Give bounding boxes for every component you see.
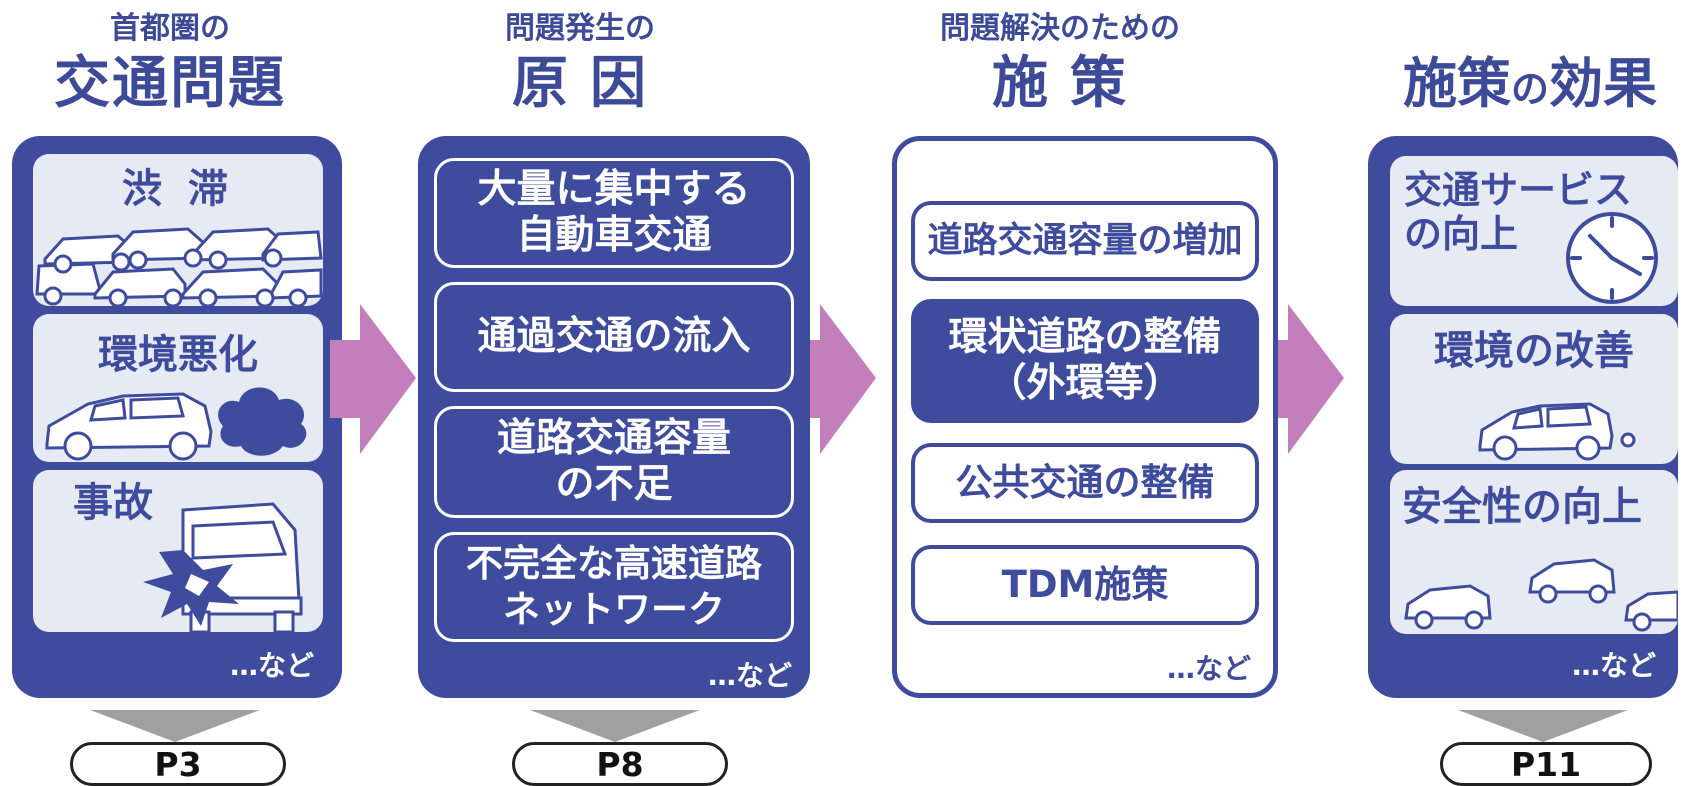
measure-item-highlight: 環状道路の整備 （外環等） xyxy=(911,299,1259,423)
arrow-right-icon xyxy=(330,304,416,454)
cars-icon xyxy=(1404,558,1678,632)
car-icon xyxy=(45,392,213,461)
page-link-p11[interactable]: P11 xyxy=(1440,742,1652,786)
effects-title-b: の xyxy=(1510,67,1549,111)
accident-card: 事故 xyxy=(33,470,323,632)
cause-item: 大量に集中する 自動車交通 xyxy=(434,158,794,268)
service-label: 交通サービス の向上 xyxy=(1404,168,1633,256)
page-link-p8[interactable]: P8 xyxy=(512,742,728,786)
traffic-jam-icon xyxy=(35,227,323,306)
causes-title: 原因 xyxy=(512,51,668,116)
env-improve-card: 環境の改善 xyxy=(1390,314,1678,464)
problems-panel: 渋 滞 環境悪化 xyxy=(12,136,342,698)
measures-title: 施策 xyxy=(992,51,1148,116)
measure-item: 公共交通の整備 xyxy=(911,443,1259,523)
clock-icon xyxy=(1566,212,1658,304)
effects-title-c: 効果 xyxy=(1549,52,1657,115)
cause-item: 道路交通容量 の不足 xyxy=(434,406,794,518)
environment-card: 環境悪化 xyxy=(33,314,323,462)
accident-label: 事故 xyxy=(73,480,153,526)
safety-label: 安全性の向上 xyxy=(1402,484,1642,530)
smoke-cloud-icon xyxy=(218,387,307,456)
cause-item: 通過交通の流入 xyxy=(434,282,794,392)
causes-panel: 大量に集中する 自動車交通 通過交通の流入 道路交通容量 の不足 不完全な高速道… xyxy=(418,136,810,698)
cause-item: 不完全な高速道路 ネットワーク xyxy=(434,532,794,642)
measures-panel: 道路交通容量の増加 環状道路の整備 （外環等） 公共交通の整備 TDM施策 …な… xyxy=(892,136,1278,698)
effects-title-a: 施策 xyxy=(1402,52,1511,115)
congestion-label: 渋 滞 xyxy=(122,166,234,212)
safety-card: 安全性の向上 xyxy=(1390,470,1678,634)
car-icon xyxy=(1478,402,1636,461)
problems-subtitle: 首都圏の xyxy=(110,11,230,46)
env-improve-label: 環境の改善 xyxy=(1434,328,1634,374)
down-arrow-icon xyxy=(530,710,700,742)
congestion-card: 渋 滞 xyxy=(33,154,323,306)
measures-subtitle: 問題解決のための xyxy=(940,11,1180,46)
problems-title: 交通問題 xyxy=(54,51,286,116)
causes-etc: …など xyxy=(707,659,792,692)
service-card: 交通サービス の向上 xyxy=(1390,156,1678,306)
measures-etc: …など xyxy=(1166,652,1251,685)
arrow-right-icon xyxy=(1258,304,1344,454)
causes-subtitle: 問題発生の xyxy=(505,11,655,46)
measure-item: TDM施策 xyxy=(911,545,1259,625)
problems-etc: …など xyxy=(229,649,314,682)
environment-label: 環境悪化 xyxy=(98,332,258,378)
effects-panel: 交通サービス の向上 環境の改善 安全性の向上 xyxy=(1368,136,1678,698)
down-arrow-icon xyxy=(1458,710,1628,742)
down-arrow-icon xyxy=(90,710,260,742)
effects-title: 施策の効果 xyxy=(1380,52,1680,116)
arrow-right-icon xyxy=(790,304,876,454)
effects-etc: …など xyxy=(1571,649,1656,682)
page-link-p3[interactable]: P3 xyxy=(70,742,286,786)
measure-item: 道路交通容量の増加 xyxy=(911,201,1259,281)
